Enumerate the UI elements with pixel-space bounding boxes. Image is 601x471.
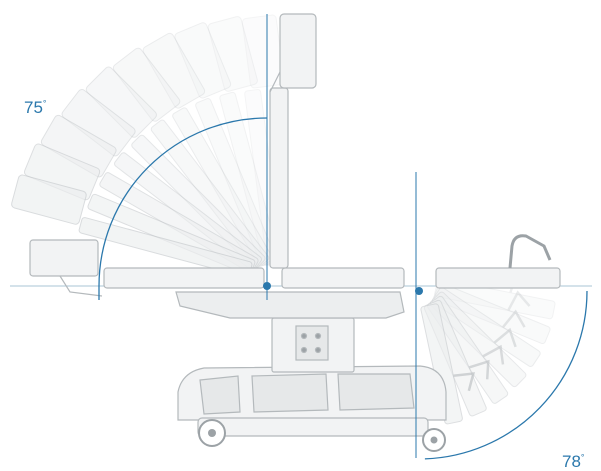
headrest (269, 13, 317, 93)
legrest-angle-arc (424, 290, 588, 460)
rear-wheel (422, 428, 446, 452)
legrest-sweep (420, 271, 556, 425)
base-internal-frame (199, 373, 415, 415)
front-wheel (198, 419, 226, 447)
backrest-angle-arc (98, 117, 268, 300)
legrest-angle-unit: ° (580, 452, 585, 463)
backrest-angle-label: 75° (24, 99, 47, 116)
base-skirt (197, 417, 429, 437)
legrest-ghost (429, 291, 527, 388)
legrest-angle-label: 78° (562, 453, 585, 470)
backrest-ghost (112, 47, 270, 268)
seat-cushion (103, 267, 265, 289)
foot-cushion (435, 267, 561, 289)
armrest (29, 239, 103, 297)
backrest-ghost (142, 32, 273, 267)
backrest-ghost (85, 66, 266, 269)
lift-column (271, 317, 355, 373)
legrest-angle-value: 78 (562, 452, 581, 471)
backrest-ghost (11, 174, 253, 278)
backrest-sweep (11, 14, 285, 278)
backrest-upright (269, 87, 289, 269)
foot-hook (508, 234, 552, 269)
legrest-ghost (420, 303, 476, 425)
legrest-ghost (431, 287, 541, 367)
legrest-ghost (433, 282, 551, 345)
seat-mechanism (175, 291, 405, 319)
backrest-angle-unit: ° (42, 98, 47, 109)
backrest-pivot-icon (263, 282, 271, 290)
backrest-angle-value: 75 (24, 98, 43, 117)
middle-cushion (281, 267, 405, 289)
chair-base (177, 365, 447, 437)
legrest-pivot-icon (415, 287, 423, 295)
backrest-ghost (207, 16, 281, 266)
